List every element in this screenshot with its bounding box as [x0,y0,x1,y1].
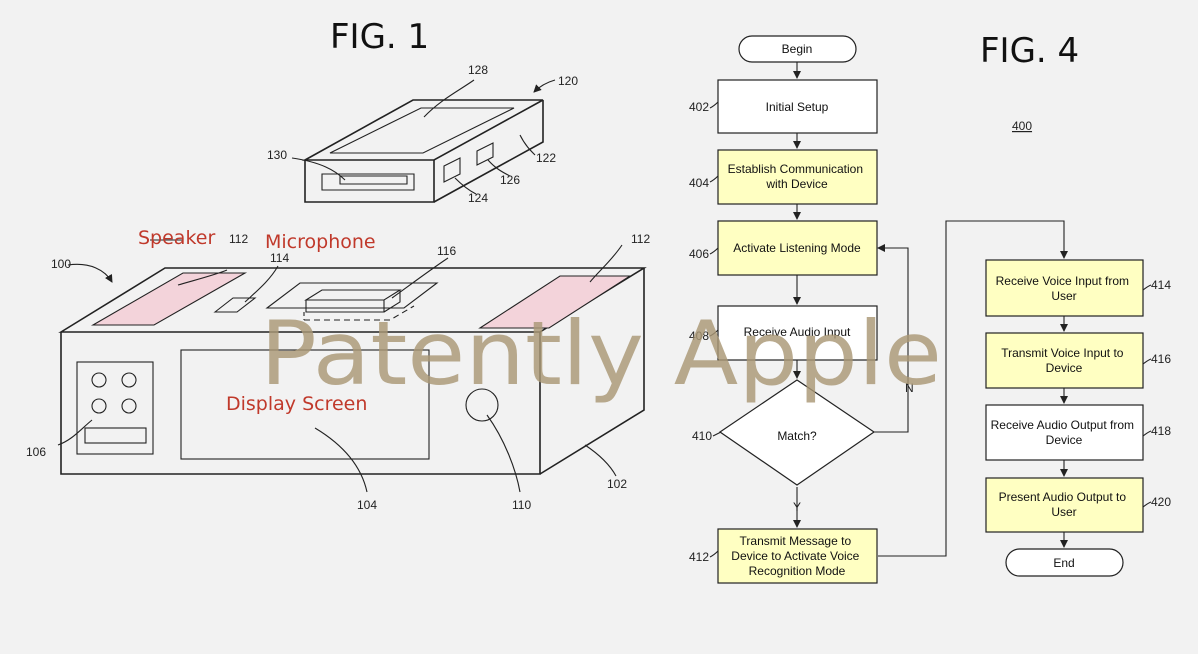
ref-126: 126 [500,173,520,187]
ref-412: 412 [689,550,709,564]
leader-130 [291,157,346,181]
ref-102: 102 [607,477,627,491]
leader-112b [589,244,623,283]
leader-104 [314,427,368,493]
step-label-416: Transmit Voice Input to Device [1001,346,1127,375]
step-label-406: Activate Listening Mode [733,241,861,255]
step-label-402: Initial Setup [766,100,829,114]
ref-122: 122 [536,151,556,165]
end-label: End [1053,556,1074,570]
step-label-412: Transmit Message to Device to Activate V… [731,534,862,578]
leader-110 [486,414,521,493]
microphone-slot [213,297,257,313]
leader-102 [584,444,617,477]
step-box-420 [985,477,1144,533]
leader-120 [533,79,556,93]
ref-116: 116 [437,244,456,258]
ref-408: 408 [689,329,709,343]
decision-label: Match? [777,429,817,443]
ref-130: 130 [267,148,287,162]
leader-116 [391,257,449,299]
ref-420: 420 [1151,495,1171,509]
ref-106: 106 [26,445,46,459]
step-box-414 [985,259,1144,317]
flow-ref-leaders [709,101,1152,558]
speaker-grille-right [478,275,632,329]
ref-124: 124 [468,191,488,205]
ref-402: 402 [689,100,709,114]
begin-label: Begin [782,42,813,56]
display-screen-annotation: Display Screen [226,393,367,415]
step-box-418 [985,404,1144,461]
ref-104: 104 [357,498,377,512]
step-box-402 [717,79,878,134]
ref-400: 400 [1012,119,1032,133]
ref-100: 100 [51,257,71,271]
ref-414: 414 [1151,278,1171,292]
microphone-annotation: Microphone [265,231,376,253]
step-label-408: Receive Audio Input [744,325,851,339]
fig4-title: FIG. 4 [980,31,1079,71]
watermark: Patently Apple [260,302,942,405]
flow-connectors [793,62,1068,557]
leader-112a [177,269,228,286]
end-terminal [1005,548,1124,577]
ref-112a: 112 [229,232,248,246]
ref-416: 416 [1151,352,1171,366]
speaker-grille-left [90,272,248,326]
step-label-414: Receive Voice Input from User [996,274,1133,303]
ref-404: 404 [689,176,709,190]
step-label-420: Present Audio Output to User [999,490,1130,519]
decision-match [718,379,876,486]
branch-yes-label: Y [793,500,801,514]
leader-128 [423,79,475,118]
speaker-device-100 [58,267,647,475]
ref-110: 110 [512,498,531,512]
leader-124 [454,177,477,195]
ref-418: 418 [1151,424,1171,438]
step-label-404: Establish Communication with Device [728,162,867,191]
ref-406: 406 [689,247,709,261]
step-box-412 [717,528,878,584]
step-box-406 [717,220,878,276]
leader-122 [519,134,536,156]
leader-100 [67,263,113,283]
branch-no-label: N [905,381,914,395]
step-box-408 [717,305,878,361]
leader-126 [487,159,511,177]
ref-112b: 112 [631,232,650,246]
ref-410: 410 [692,429,712,443]
fig1-title: FIG. 1 [330,17,429,57]
leader-106 [57,419,93,446]
step-box-416 [985,332,1144,389]
ref-128: 128 [468,63,488,77]
portable-device-120 [301,99,544,203]
begin-terminal [738,35,857,63]
step-label-418: Receive Audio Output from Device [991,418,1138,447]
speaker-annotation: Speaker [138,227,215,249]
ref-120: 120 [558,74,578,88]
leader-114 [244,265,279,303]
ref-114: 114 [270,251,289,265]
step-box-404 [717,149,878,205]
